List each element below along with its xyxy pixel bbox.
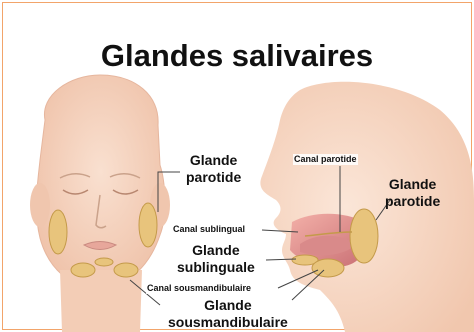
- profile-face-outline: [260, 82, 474, 332]
- profile-submandibular: [312, 259, 344, 277]
- label-canal-parotide: Canal parotide: [293, 154, 358, 165]
- label-sousmandibulaire: Glande sousmandibulaire: [168, 297, 288, 331]
- front-neck: [60, 270, 142, 332]
- page-title: Glandes salivaires: [0, 38, 474, 74]
- label-left-parotid-line1: Glande: [186, 152, 241, 169]
- front-right-submandibular: [114, 263, 138, 277]
- label-right-parotid-line1: Glande: [385, 176, 440, 193]
- profile-head: [260, 82, 474, 332]
- label-sublingual-line1: Glande: [177, 242, 255, 259]
- left-ear: [30, 183, 50, 227]
- front-right-parotid: [139, 203, 157, 247]
- label-canal-sublingual: Canal sublingual: [172, 224, 246, 235]
- label-left-parotid-line2: parotide: [186, 169, 241, 186]
- label-right-parotid-line2: parotide: [385, 193, 440, 210]
- label-left-parotid: Glande parotide: [186, 152, 241, 186]
- front-face-outline: [36, 75, 165, 290]
- label-sousmandibulaire-line1: Glande: [168, 297, 288, 314]
- front-left-submandibular: [71, 263, 95, 277]
- front-left-parotid: [49, 210, 67, 254]
- label-right-parotid: Glande parotide: [385, 176, 440, 210]
- label-sousmandibulaire-line2: sousmandibulaire: [168, 314, 288, 331]
- label-canal-sousmandibulaire: Canal sousmandibulaire: [146, 283, 252, 294]
- label-sublingual-line2: sublinguale: [177, 259, 255, 276]
- profile-parotid: [350, 209, 378, 263]
- front-sublingual: [95, 258, 113, 266]
- label-sublingual: Glande sublinguale: [177, 242, 255, 276]
